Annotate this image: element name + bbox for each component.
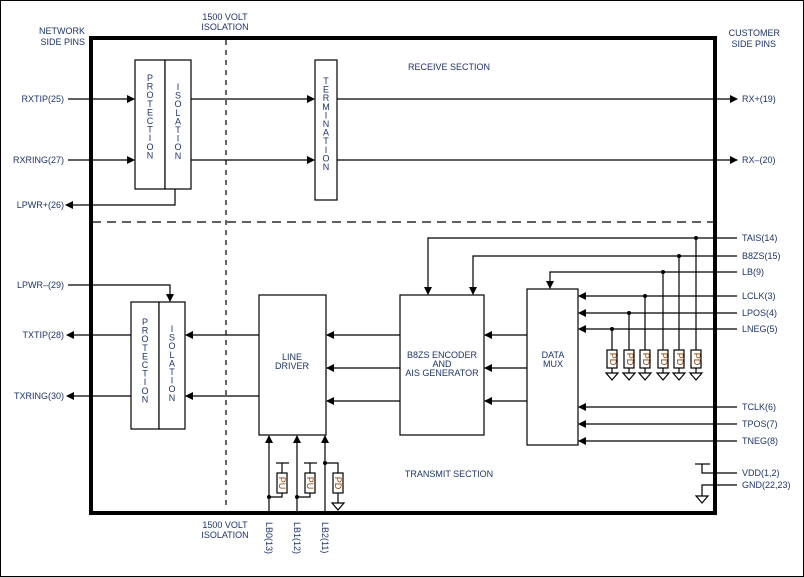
- encoder-to-driver-lines: [326, 331, 400, 405]
- pd-resistor: PD: [688, 236, 704, 381]
- pin-txring: TXRING(30): [14, 391, 64, 401]
- svg-text:PD: PD: [692, 353, 702, 366]
- pd-resistor: PD: [671, 254, 687, 381]
- rx-isolation-block: [164, 59, 192, 190]
- pin-txtip: TXTIP(28): [22, 330, 64, 340]
- rx-protection-block: [134, 59, 166, 190]
- pin-lb0: LB0(13): [264, 522, 274, 554]
- pin-lb1: LB1(12): [292, 522, 302, 554]
- transmit-section-label: TRANSMIT SECTION: [405, 469, 493, 479]
- pin-lpwr-minus: LPWR–(29): [17, 280, 64, 290]
- tx-isolation-block: [158, 301, 186, 430]
- ground-icon: [330, 502, 346, 511]
- ground-icon: [694, 495, 710, 504]
- pin-rxtip: RXTIP(25): [21, 94, 64, 104]
- lpwr-plus-line: [65, 189, 176, 209]
- pin-lb: LB(9): [742, 267, 764, 277]
- pd-resistor: PD: [637, 294, 653, 381]
- pin-rx-plus: RX+(19): [742, 94, 776, 104]
- pin-lpwr-plus: LPWR+(26): [17, 200, 64, 210]
- chip-outline: [89, 36, 717, 515]
- pin-vdd: VDD(1,2): [742, 468, 780, 478]
- tx-protection-block: [130, 301, 160, 430]
- tais-line: [424, 237, 737, 295]
- pin-lpos: LPOS(4): [742, 308, 777, 318]
- pin-tpos: TPOS(7): [742, 419, 778, 429]
- encoder-block: [399, 294, 485, 436]
- pd-resistor: PD: [655, 270, 671, 381]
- pin-lneg: LNEG(5): [742, 324, 778, 334]
- termination-block: [314, 59, 338, 201]
- line-driver-block: [258, 294, 327, 436]
- b8zs-line: [469, 255, 737, 295]
- svg-text:PD: PD: [333, 477, 343, 490]
- lpwr-minus-line: [68, 284, 174, 302]
- pin-rxring: RXRING(27): [13, 155, 64, 165]
- pin-tclk: TCLK(6): [742, 402, 776, 412]
- pulldown-resistors: PD PD PD PD PD PD: [604, 236, 704, 381]
- data-mux-block: [526, 288, 579, 446]
- pin-b8zs: B8ZS(15): [742, 251, 781, 261]
- svg-text:PD: PD: [608, 353, 618, 366]
- pin-gnd: GND(22,23): [742, 480, 791, 490]
- svg-text:PD: PD: [675, 353, 685, 366]
- pin-lclk: LCLK(3): [742, 291, 776, 301]
- gnd-line: [701, 484, 737, 496]
- pin-lb2: LB2(11): [320, 522, 330, 553]
- svg-text:PD: PD: [659, 353, 669, 366]
- pu-resistor-lb0: PU: [276, 472, 288, 494]
- svg-text:PD: PD: [641, 353, 651, 366]
- vdd-line: [701, 464, 737, 474]
- receive-section-label: RECEIVE SECTION: [408, 62, 490, 72]
- pd-resistor: PD: [621, 311, 637, 381]
- pu-resistor-lb1: PU: [304, 472, 316, 494]
- svg-text:PD: PD: [625, 353, 635, 366]
- pd-resistor: PD: [604, 327, 620, 381]
- pin-rx-minus: RX–(20): [742, 155, 776, 165]
- pin-tais: TAIS(14): [742, 233, 777, 243]
- svg-text:PU: PU: [305, 477, 315, 490]
- mux-to-encoder-lines: [484, 331, 527, 405]
- lb-line: [546, 271, 737, 289]
- pd-resistor-lb2: PD: [332, 472, 344, 494]
- svg-text:PU: PU: [277, 477, 287, 490]
- pin-tneg: TNEG(8): [742, 436, 778, 446]
